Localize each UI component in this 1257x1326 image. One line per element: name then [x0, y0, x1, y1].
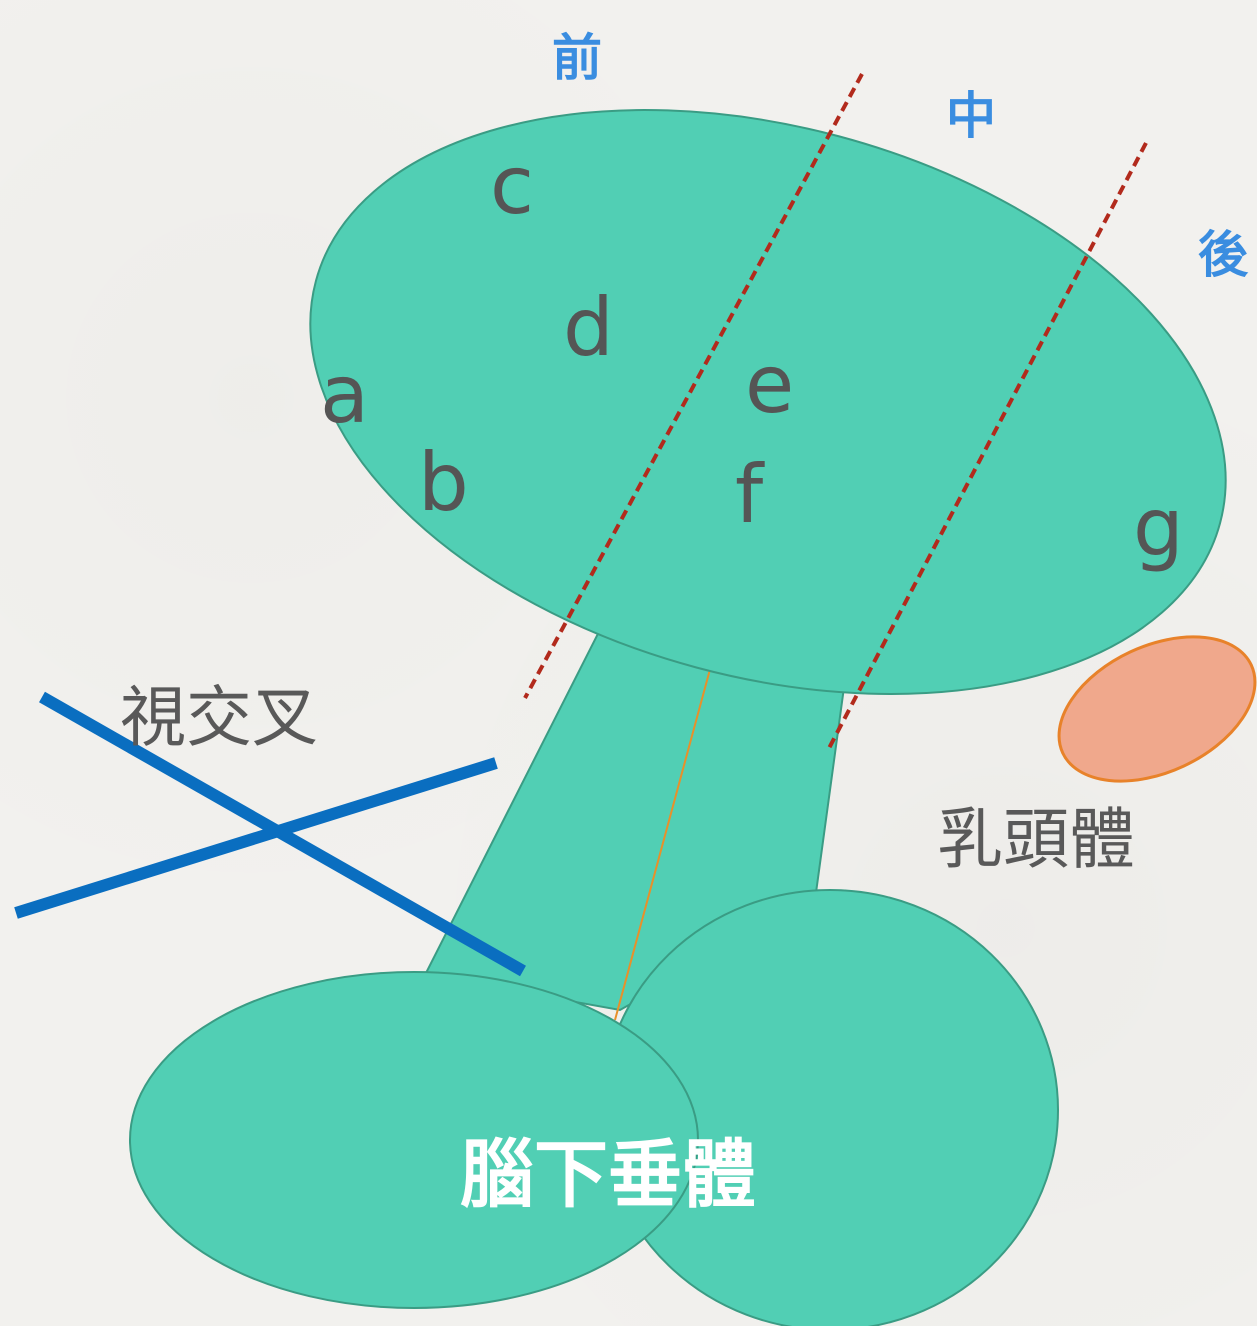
region-label-g: g: [1133, 481, 1184, 574]
region-label-b: b: [418, 436, 469, 529]
hypothalamus-body: [309, 109, 1227, 695]
region-label-d: d: [563, 281, 614, 374]
pituitary-label: 腦下垂體: [460, 1132, 756, 1218]
anterior-pituitary-lobe: [129, 971, 699, 1309]
posterior-section-label: 後: [1198, 226, 1249, 284]
region-label-e: e: [745, 338, 794, 431]
middle-section-label: 中: [946, 87, 996, 145]
region-label-a: a: [320, 348, 369, 441]
mammillary-body-label: 乳頭體: [937, 801, 1135, 878]
mammillary-body: [1057, 635, 1257, 783]
anterior-middle-boundary-line: [523, 73, 864, 699]
middle-posterior-boundary-line: [825, 142, 1148, 753]
optic-chiasm-label: 視交叉: [120, 679, 318, 756]
anterior-section-label: 前: [552, 29, 602, 87]
stalk-divider-line: [614, 661, 713, 1021]
optic-chiasm-line-2: [14, 757, 498, 919]
region-label-f: f: [735, 448, 765, 541]
region-label-c: c: [490, 139, 534, 232]
